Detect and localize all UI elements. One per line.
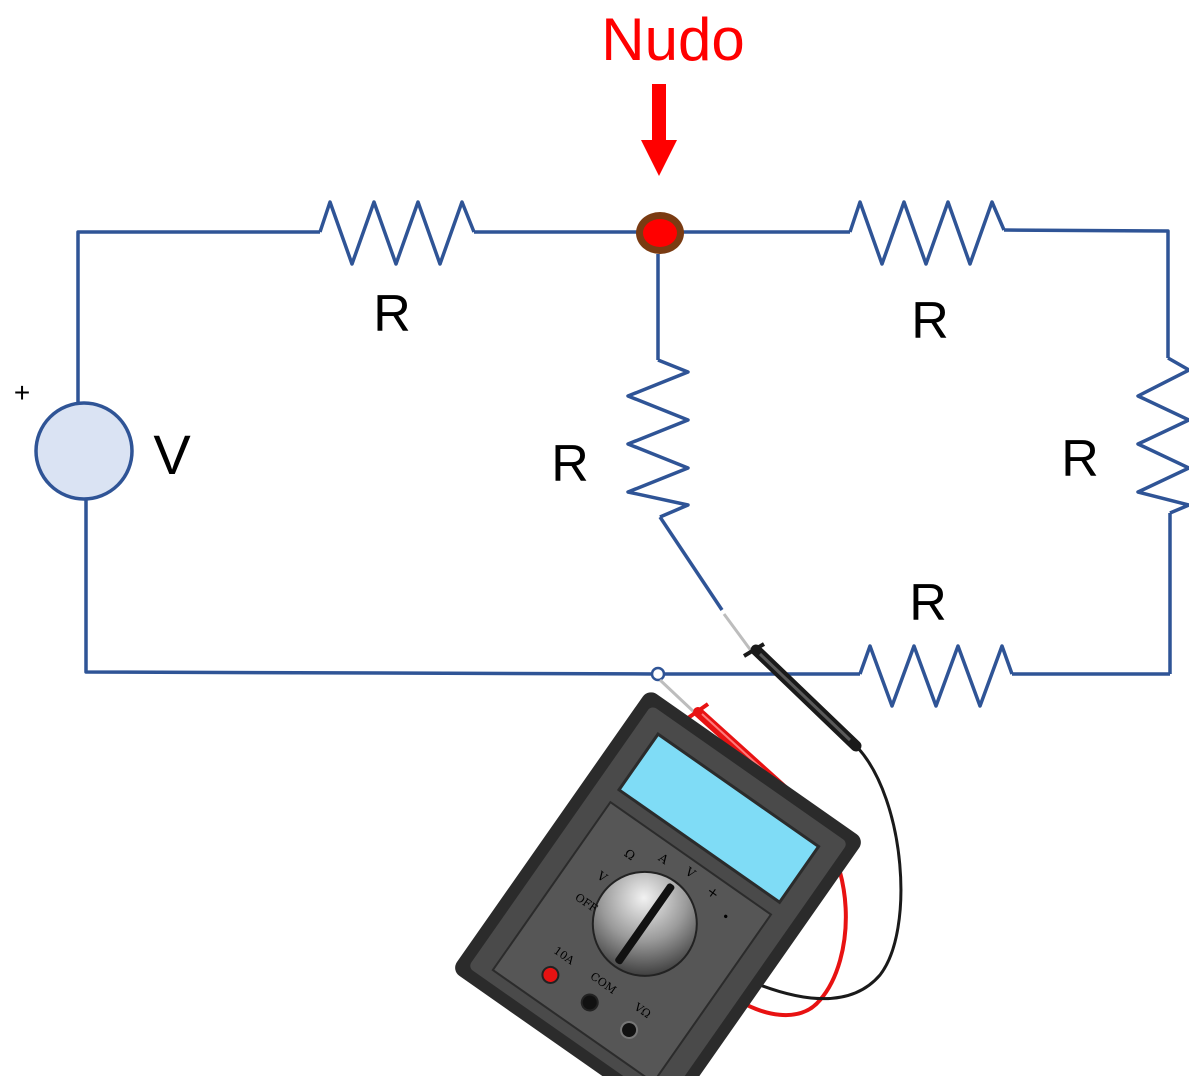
- node-dot-icon: [636, 212, 684, 254]
- resistor-icon: [318, 200, 1189, 708]
- resistor-bottom: [858, 644, 1014, 708]
- resistor-label-top-left: R: [373, 285, 411, 343]
- wire-left-top: [76, 230, 320, 402]
- polarity-plus-label: +: [14, 377, 30, 408]
- meter-display: [616, 732, 821, 905]
- resistor-top-right: [848, 200, 1006, 266]
- wire-open-branch: [658, 516, 724, 611]
- node-title: Nudo: [601, 6, 744, 73]
- port-vohm: [620, 1021, 639, 1040]
- resistor-label-middle: R: [551, 435, 589, 493]
- resistor-middle: [626, 358, 690, 519]
- wire-right: [1003, 228, 1170, 358]
- resistor-top-left: [318, 200, 476, 266]
- resistor-label-right: R: [1061, 430, 1099, 488]
- circuit-wires: [76, 228, 1172, 676]
- source-label: V: [153, 423, 191, 486]
- resistor-right: [1136, 356, 1189, 515]
- port-10a: [541, 965, 560, 984]
- resistor-label-top-right: R: [911, 292, 949, 350]
- black-cable: [758, 746, 903, 1001]
- down-arrow-icon: [641, 84, 677, 176]
- black-probe-icon: [722, 613, 862, 752]
- wire-left-bottom: [84, 500, 656, 676]
- resistor-label-bottom: R: [909, 574, 947, 632]
- port-com: [580, 993, 599, 1012]
- voltage-source-icon: [34, 401, 134, 501]
- multimeter-icon: Ω A V + • V OFF 10A COM VΩ: [455, 692, 861, 1076]
- measurement-point: [650, 666, 666, 682]
